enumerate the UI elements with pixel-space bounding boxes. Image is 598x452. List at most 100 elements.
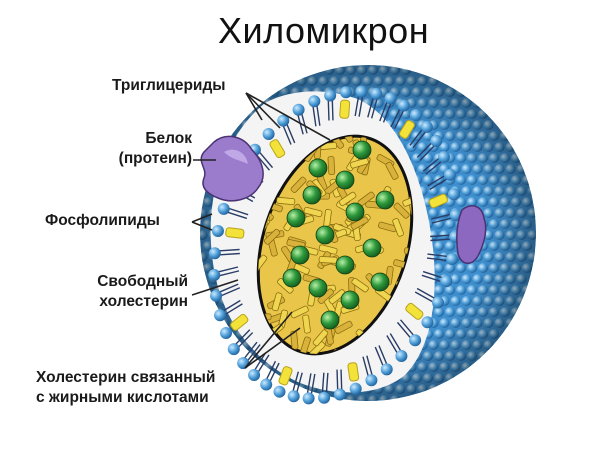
- label-triglycerides: Триглицериды: [112, 77, 226, 94]
- esterified-cholesterol-sphere: [308, 278, 328, 298]
- phospholipid-tail: [396, 321, 411, 339]
- phospholipid-head: [370, 87, 383, 100]
- phospholipid-tail: [427, 253, 448, 258]
- esterified-cholesterol-sphere: [315, 225, 335, 245]
- leader-phospholipids-1: [191, 213, 213, 223]
- phospholipid-head: [318, 391, 331, 404]
- protein-left-highlight: [224, 149, 248, 164]
- protein-right: [456, 205, 487, 264]
- phospholipid-tail: [412, 131, 426, 149]
- triglyceride-molecule: [276, 196, 296, 206]
- phospholipid-head: [302, 392, 315, 405]
- label-protein-line1: Белок: [145, 130, 192, 147]
- phospholipid-head: [220, 327, 233, 340]
- phospholipid-head: [421, 316, 434, 329]
- triglyceride-molecule: [290, 305, 309, 319]
- phospholipid-tail: [422, 157, 440, 172]
- phospholipid-head: [447, 188, 460, 201]
- phospholipid-head: [349, 382, 362, 395]
- triglyceride-molecule: [263, 228, 281, 245]
- phospholipid-tail: [331, 100, 334, 121]
- phospholipid-tail: [219, 270, 240, 277]
- phospholipid-tail: [269, 362, 280, 382]
- phospholipid-head: [237, 357, 250, 370]
- phospholipid-head: [214, 309, 227, 322]
- phospholipid-head: [443, 168, 456, 181]
- phospholipid-tail: [374, 346, 384, 366]
- phospholipid-tail: [254, 352, 267, 371]
- triglyceride-molecule: [338, 191, 357, 207]
- leader-esterified-2: [244, 327, 301, 369]
- phospholipid-tail: [244, 341, 258, 359]
- phospholipid-tail: [316, 105, 321, 126]
- phospholipid-head: [292, 103, 305, 116]
- phospholipid-head: [211, 224, 224, 237]
- phospholipid-tail: [224, 303, 243, 315]
- phospholipid-head: [409, 109, 422, 122]
- label-protein-line2: (протеин): [118, 150, 192, 167]
- phospholipid-tail: [218, 266, 239, 273]
- phospholipid-tail: [379, 102, 388, 122]
- phospholipid-head: [409, 334, 422, 347]
- label-phospholipids: Фосфолипиды: [45, 212, 160, 229]
- free-cholesterol-molecule: [405, 302, 424, 320]
- phospholipid-tail: [386, 335, 398, 354]
- triglyceride-molecule: [302, 314, 311, 334]
- phospholipid-tail: [382, 103, 392, 123]
- triglyceride-molecule: [290, 330, 299, 350]
- phospholipid-tail: [325, 372, 329, 393]
- phospholipid-tail: [340, 369, 343, 390]
- phospholipid-tail: [257, 354, 270, 373]
- phospholipid-head: [208, 247, 221, 260]
- leader-phospholipids-2: [191, 221, 213, 231]
- phospholipid-head: [397, 99, 410, 112]
- esterified-cholesterol-sphere: [362, 238, 382, 258]
- label-esterified-cholesterol-line1: Холестерин связанный: [36, 369, 216, 386]
- label-esterified-cholesterol-line2: с жирными кислотами: [36, 389, 209, 406]
- free-cholesterol-molecule: [347, 362, 360, 382]
- free-cholesterol-molecule: [428, 193, 448, 209]
- phospholipid-head: [308, 95, 321, 108]
- phospholipid-head: [395, 349, 408, 362]
- phospholipid-tail: [310, 373, 316, 394]
- phospholipid-tail: [219, 248, 240, 252]
- phospholipid-tail: [259, 151, 274, 169]
- phospholipid-tail: [228, 207, 249, 216]
- phospholipid-tail: [336, 369, 339, 390]
- phospholipid-head: [355, 85, 368, 98]
- phospholipid-head: [339, 86, 352, 99]
- free-cholesterol-molecule: [339, 99, 351, 119]
- esterified-cholesterol-sphere: [286, 208, 306, 228]
- phospholipid-tail: [296, 372, 303, 393]
- phospholipid-tail: [292, 371, 300, 392]
- phospholipid-tail: [414, 291, 433, 303]
- free-cholesterol-molecule: [230, 313, 249, 331]
- free-cholesterol-molecule: [225, 227, 245, 239]
- phospholipid-tail: [354, 96, 360, 117]
- leader-free-cholesterol: [191, 279, 239, 296]
- phospholipid-head: [446, 253, 459, 266]
- triglyceride-molecule: [290, 176, 307, 193]
- page-title: Хиломикрон: [218, 10, 430, 51]
- phospholipid-tail: [430, 213, 451, 220]
- phospholipid-tail: [378, 345, 388, 365]
- phospholipid-head: [260, 378, 273, 391]
- triglyceride-molecule: [312, 329, 329, 347]
- phospholipid-head: [277, 114, 290, 127]
- leader-lines: [191, 92, 331, 369]
- phospholipid-tail: [247, 344, 261, 361]
- phospholipid-tail: [422, 270, 443, 279]
- phospholipid-head: [210, 289, 223, 302]
- phospholipid-tail: [409, 129, 423, 146]
- phospholipid-head: [384, 92, 397, 105]
- label-free-cholesterol-line2: холестерин: [99, 293, 188, 310]
- triglyceride-molecule: [327, 156, 336, 176]
- phospholipid-tail: [312, 106, 317, 127]
- phospholipid-head: [431, 296, 444, 309]
- phospholipid-head: [420, 120, 433, 133]
- triglyceride-molecule: [393, 202, 410, 219]
- phospholipid-tail: [358, 96, 364, 117]
- phospholipid-tail: [366, 355, 373, 376]
- free-cholesterol-molecule: [269, 139, 286, 159]
